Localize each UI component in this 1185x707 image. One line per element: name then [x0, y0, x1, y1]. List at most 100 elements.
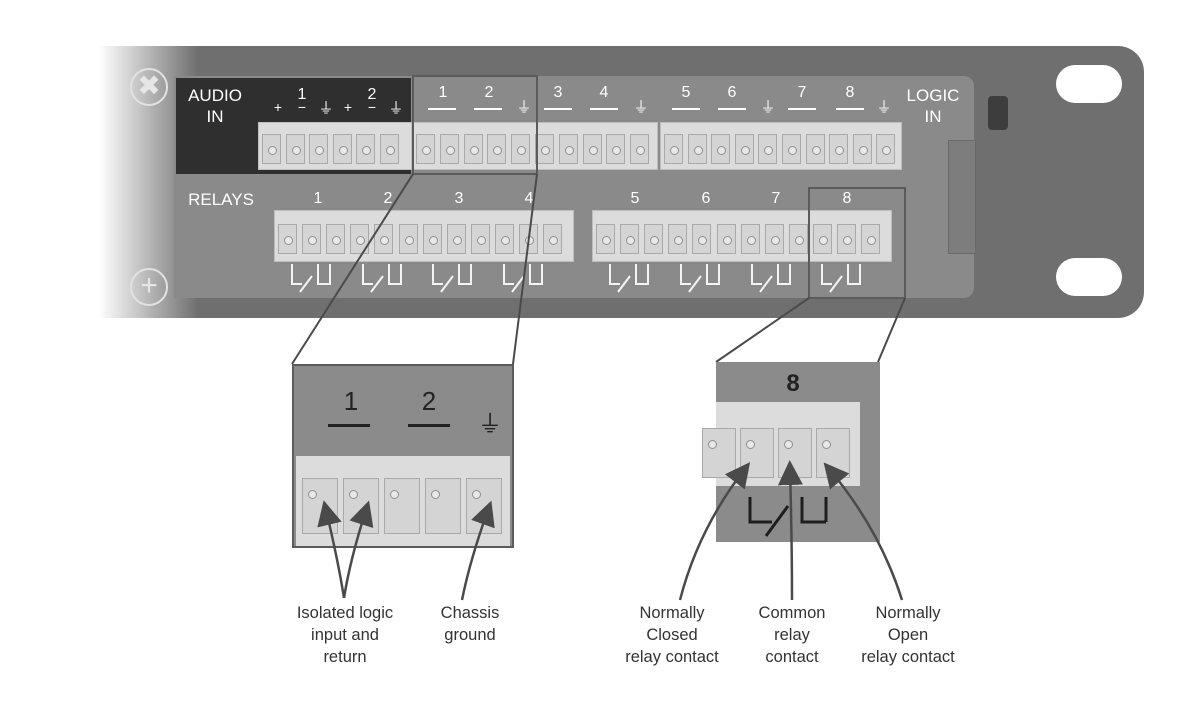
relay-contact-symbol [299, 275, 313, 293]
terminal-pin [829, 134, 849, 164]
side-knob [988, 96, 1008, 130]
terminal-pin [309, 134, 328, 164]
terminal-pin [664, 134, 683, 164]
rack-ear-hole [1056, 258, 1122, 296]
relay-contact-symbol [829, 275, 843, 293]
rack-ear-hole [1056, 65, 1122, 103]
terminal-pin [558, 134, 578, 164]
terminal-pin [734, 134, 754, 164]
audio-plus-1: + [273, 99, 283, 115]
terminal-pin [644, 224, 664, 254]
terminal-pin [487, 134, 507, 164]
relay-contact-symbol [291, 264, 302, 285]
relay-contact-symbol [432, 264, 443, 285]
logic-number-8: 8 [845, 84, 855, 101]
zoom-logic-number-2: 2 [421, 386, 437, 416]
relay-contact-symbol [388, 264, 402, 285]
screw-icon: ✖ [130, 68, 168, 106]
relay-contact-symbol [609, 264, 620, 285]
logic-ground-5-6-icon: ⏚ [760, 99, 776, 116]
relay-number-3: 3 [454, 190, 464, 207]
relay-contact-symbol [688, 275, 702, 293]
logic-number-3: 3 [553, 84, 563, 101]
audio-number-1: 1 [297, 86, 307, 103]
terminal-pin [788, 224, 808, 254]
relay-number-7: 7 [771, 190, 781, 207]
screw-icon: + [130, 268, 168, 306]
audio-number-2: 2 [367, 86, 377, 103]
logic-underline [836, 108, 864, 110]
terminal-pin [805, 134, 825, 164]
terminal-pin [852, 134, 872, 164]
terminal-pin [302, 224, 322, 254]
relay-contact-symbol [635, 264, 649, 285]
callout-normally-open: Normally Open relay contact [861, 604, 955, 666]
terminal-pin [543, 224, 563, 254]
terminal-pin [356, 134, 375, 164]
relay-contact-symbol [821, 264, 832, 285]
relay-contact-symbol [759, 275, 773, 293]
logic-underline [672, 108, 700, 110]
logic-underline [788, 108, 816, 110]
audio-plus-2: + [343, 99, 353, 115]
terminal-pin [876, 134, 896, 164]
terminal-pin [326, 224, 346, 254]
terminal-pin [596, 224, 615, 254]
zoom-terminal-pin [702, 428, 736, 478]
logic-underline [544, 108, 572, 110]
terminal-pin [398, 224, 418, 254]
audio-ground-2-icon: ⏚ [388, 100, 404, 117]
relay-contact-symbol [317, 264, 331, 285]
logic-in-label: LOGIC IN [906, 86, 960, 126]
logic-number-2: 2 [484, 84, 494, 101]
terminal-pin [416, 134, 435, 164]
relay-contact-symbol [680, 264, 691, 285]
callout-isolated-logic: Isolated logic input and return [296, 604, 394, 666]
terminal-pin [463, 134, 483, 164]
relay-contact-symbol [777, 264, 791, 285]
terminal-pin [692, 224, 712, 254]
zoom-relay-symbol [748, 497, 828, 537]
relay-number-2: 2 [383, 190, 393, 207]
logic-ground-7-8-icon: ⏚ [876, 99, 892, 116]
relay-number-4: 4 [524, 190, 534, 207]
callout-common-relay: Common relay contact [758, 604, 826, 666]
side-slot [948, 140, 976, 254]
relay-number-5: 5 [630, 190, 640, 207]
terminal-pin [812, 224, 832, 254]
zoom-relay-number: 8 [786, 370, 800, 397]
logic-number-6: 6 [727, 84, 737, 101]
terminal-pin [861, 224, 881, 254]
audio-minus-1: − [297, 99, 307, 115]
terminal-pin [716, 224, 736, 254]
terminal-pin [332, 134, 352, 164]
relay-number-6: 6 [701, 190, 711, 207]
relay-contact-symbol [706, 264, 720, 285]
terminal-pin [494, 224, 514, 254]
terminal-pin [630, 134, 650, 164]
zoom-terminal-pin [384, 478, 420, 534]
terminal-pin [535, 134, 554, 164]
terminal-pin [668, 224, 688, 254]
zoom-ground-icon: ⏚ [478, 411, 502, 438]
logic-underline [428, 108, 456, 110]
relay-number-8: 8 [842, 190, 852, 207]
terminal-pin [470, 224, 490, 254]
terminal-pin [374, 224, 394, 254]
terminal-pin [687, 134, 707, 164]
terminal-pin [837, 224, 856, 254]
relay-contact-symbol [458, 264, 472, 285]
logic-number-7: 7 [797, 84, 807, 101]
callout-normally-closed: Normally Closed relay contact [625, 604, 719, 666]
terminal-pin [285, 134, 305, 164]
terminal-pin [758, 134, 778, 164]
audio-minus-2: − [367, 99, 377, 115]
terminal-pin [606, 134, 626, 164]
terminal-pin [278, 224, 297, 254]
logic-number-1: 1 [438, 84, 448, 101]
logic-underline [474, 108, 502, 110]
relay-contact-symbol [511, 275, 525, 293]
logic-number-4: 4 [599, 84, 609, 101]
